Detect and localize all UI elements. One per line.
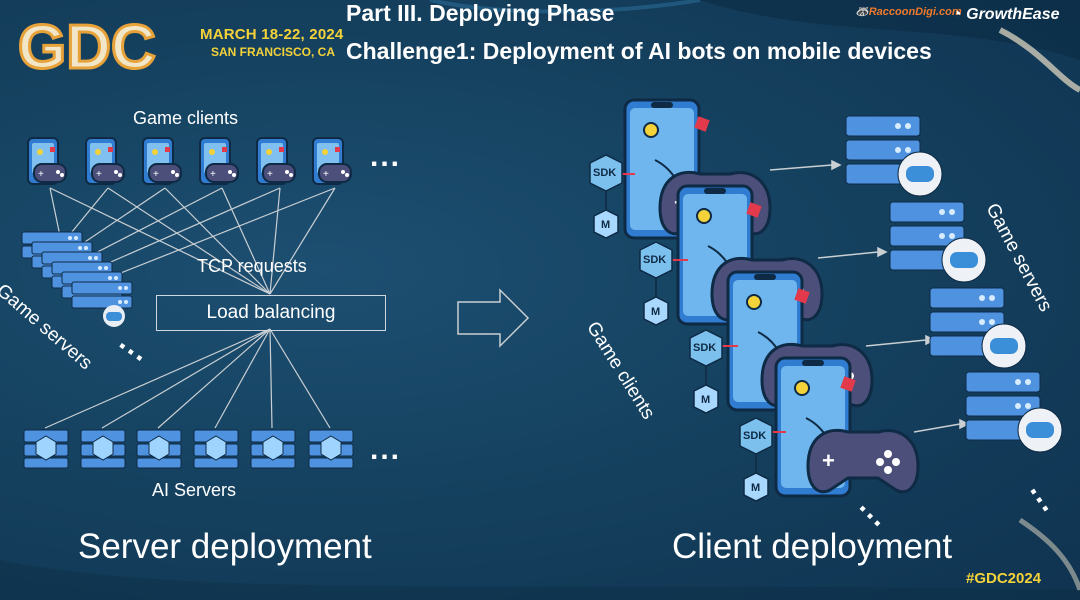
- controller-icon: [806, 428, 920, 494]
- connection-lines: [44, 187, 336, 429]
- slide-title: Part III. Deploying Phase: [346, 0, 615, 26]
- game-server-icon: [845, 115, 943, 197]
- gdc-logo: GDC: [17, 12, 158, 79]
- more-clients-ellipsis: ...: [370, 140, 402, 173]
- sponsor-logo-raccoondigi: 🦝RaccoonDigi.com: [855, 5, 962, 18]
- game-server-icon: [929, 287, 1027, 369]
- model-label: M: [701, 394, 710, 406]
- model-label: M: [601, 219, 610, 231]
- ai-servers-label: AI Servers: [152, 480, 237, 500]
- sdk-label: SDK: [743, 430, 766, 442]
- load-balancing-label: Load balancing: [206, 302, 336, 323]
- sponsor-1-text: RaccoonDigi.com: [868, 6, 962, 18]
- game-clients-label: Game clients: [133, 108, 239, 128]
- gdc-logo-text: GDC: [18, 13, 156, 78]
- load-balancing-box: [156, 295, 386, 331]
- game-server-icon: [889, 201, 987, 283]
- client-deployment-caption: Client deployment: [672, 527, 953, 566]
- raccoon-icon: 🦝: [855, 6, 869, 18]
- gdc-hashtag: #GDC2024: [966, 570, 1042, 587]
- sdk-label: SDK: [643, 254, 666, 266]
- model-label: M: [751, 482, 760, 494]
- sdk-labels: SDK SDK SDK SDK: [593, 167, 766, 442]
- sdk-label: SDK: [593, 167, 616, 179]
- game-server-icon: [965, 371, 1063, 453]
- game-servers-stack: [21, 231, 133, 327]
- sdk-label: SDK: [693, 342, 716, 354]
- slide-subtitle: Challenge1: Deployment of AI bots on mob…: [346, 38, 932, 64]
- sponsor-logo-growthease: ◔ GrowthEase: [952, 6, 1059, 24]
- growthease-icon: ◔: [952, 6, 962, 23]
- event-date: MARCH 18-22, 2024: [200, 26, 344, 43]
- event-place: SAN FRANCISCO, CA: [211, 45, 336, 59]
- server-deployment-caption: Server deployment: [78, 527, 372, 566]
- model-label: M: [651, 306, 660, 318]
- transition-arrow-icon: [457, 288, 530, 348]
- sdk-model-cubes: [589, 154, 773, 502]
- model-labels: M M M M: [601, 219, 760, 494]
- more-ai-servers-ellipsis: ...: [370, 433, 402, 466]
- sponsor-2-text: GrowthEase: [966, 6, 1060, 23]
- tcp-requests-label: TCP requests: [197, 256, 307, 276]
- client-phones-cascade: [617, 98, 920, 498]
